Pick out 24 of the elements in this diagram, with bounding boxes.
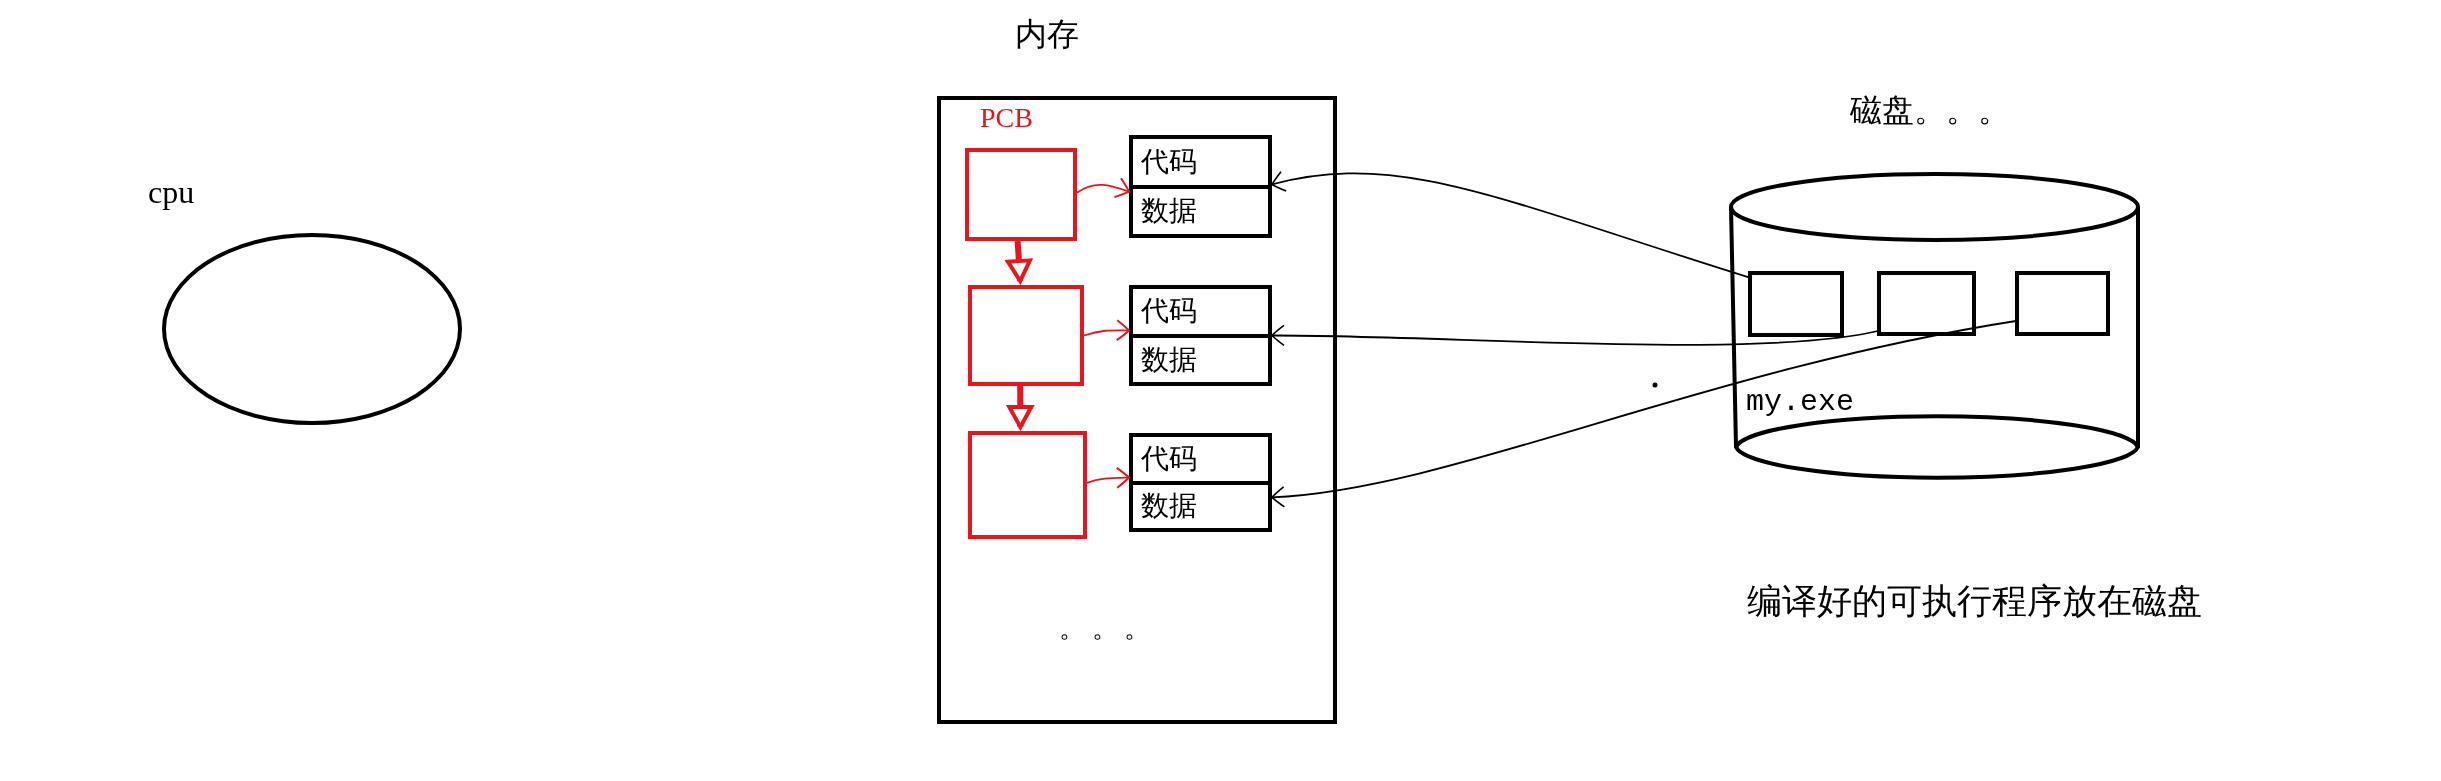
program-block: [1877, 271, 1976, 336]
memory-title: 内存: [1015, 18, 1079, 50]
segment-label: 数据: [1133, 480, 1268, 528]
pcb-box: [968, 285, 1084, 386]
disk-title: 磁盘。。。: [1850, 94, 2010, 126]
segment-box: [1129, 285, 1272, 386]
arrow: [1007, 386, 1034, 429]
cpu-label: cpu: [148, 176, 195, 208]
segment-box: [1129, 433, 1272, 532]
disk-note: 编译好的可执行程序放在磁盘: [1747, 584, 2202, 619]
ellipsis-label: 。 。 。: [1059, 616, 1150, 642]
program-block: [2015, 271, 2110, 336]
segment-box: [1129, 135, 1272, 238]
file-name: my.exe: [1746, 387, 1855, 417]
segment-label: 代码: [1140, 144, 1198, 179]
segment-label: 数据: [1133, 184, 1268, 234]
arrow: [1005, 240, 1032, 283]
pcb-box: [965, 148, 1077, 241]
program-block: [1748, 271, 1844, 337]
segment-label: 代码: [1140, 441, 1198, 476]
pcb-label: PCB: [980, 104, 1033, 132]
segment-label: 数据: [1133, 333, 1268, 382]
segment-label: 代码: [1140, 294, 1198, 329]
pcb-box: [968, 431, 1087, 539]
